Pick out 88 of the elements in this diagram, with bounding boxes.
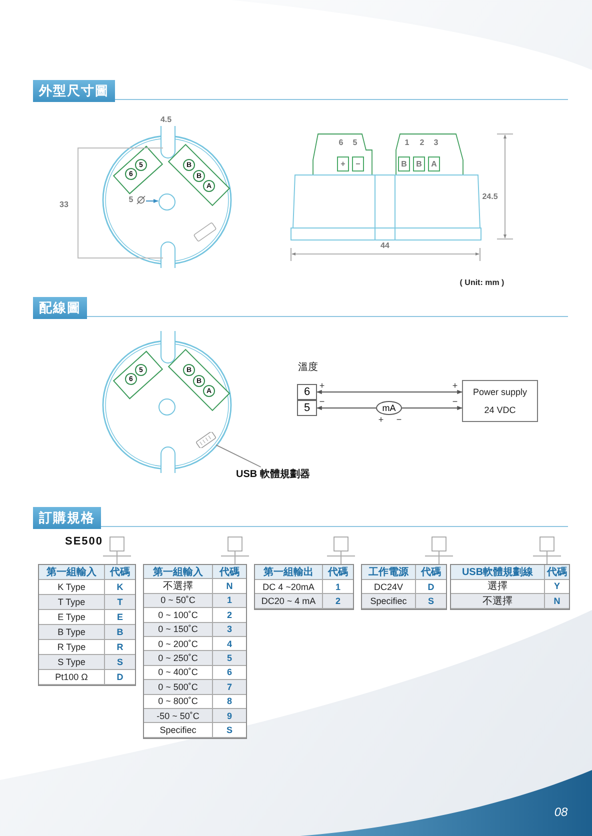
wire-arrow (316, 406, 376, 410)
option-text: R Type (39, 640, 105, 655)
option-text: 不選擇 (144, 579, 213, 594)
dimension-value: 44 (380, 242, 390, 250)
option-text: 0 ~ 800˚C (144, 694, 213, 709)
option-text: 不選擇 (451, 594, 545, 608)
polarity-sign: + (378, 416, 384, 424)
terminal-heading: 溫度 (298, 363, 318, 373)
table-header: 工作電源 (362, 565, 416, 580)
table-header: 代碼 (105, 565, 135, 580)
terminal-marking: + (337, 156, 349, 172)
option-text: E Type (39, 610, 105, 625)
option-text: 0 ~ 200˚C (144, 636, 213, 652)
option-text: B Type (39, 625, 105, 640)
polarity-sign: + (452, 382, 458, 390)
ammeter-symbol: mA (376, 401, 402, 415)
terminal-box: 6 (297, 384, 317, 400)
dimension-value: 5 (128, 196, 134, 204)
option-text: 0 ~ 100˚C (144, 608, 213, 623)
table-header: 代碼 (213, 565, 246, 580)
option-text: K Type (39, 580, 105, 595)
code-value: 3 (213, 622, 246, 637)
option-text: DC20 ~ 4 mA (255, 594, 323, 610)
table-header: 第一組輸出 (255, 565, 323, 580)
dimension-value: 33 (60, 201, 68, 209)
code-value: Y (545, 580, 569, 594)
option-text: Pt100 Ω (39, 670, 105, 685)
code-value: 2 (323, 594, 353, 610)
terminal-number: 1 (404, 139, 410, 147)
option-text: 0 ~ 500˚C (144, 680, 213, 695)
device-name: Power supply (472, 387, 528, 397)
table-header: 代碼 (416, 565, 446, 580)
terminal-number: 3 (434, 139, 438, 147)
table-header: 代碼 (545, 565, 569, 580)
code-value: N (545, 594, 569, 608)
code-value: 7 (213, 680, 246, 695)
option-text: 0 ~ 400˚C (144, 666, 213, 680)
page-number: 08 (554, 806, 568, 818)
polarity-sign: + (319, 382, 325, 390)
code-value: 5 (213, 651, 246, 666)
option-text: DC 4 ~20mA (255, 580, 323, 594)
wire-arrow (402, 406, 463, 410)
option-text: 選擇 (451, 580, 545, 594)
code-value: 1 (213, 594, 246, 608)
terminal-marking: A (428, 156, 440, 172)
terminal-number: 6 (338, 139, 344, 147)
terminal-number: 2 (420, 139, 424, 147)
leader-line (216, 444, 262, 468)
section-title: 外型尺寸圖 (33, 80, 115, 102)
table-header: 第一組輸入 (39, 565, 105, 580)
section-title: 訂購規格 (33, 507, 101, 529)
usb-port (196, 432, 216, 448)
option-text: Specifiec (362, 594, 416, 610)
code-value: B (105, 625, 135, 640)
terminal-box: 5 (297, 400, 317, 416)
option-text: Specifiec (144, 723, 213, 738)
option-text: 0 ~ 250˚C (144, 651, 213, 666)
code-value: 6 (213, 666, 246, 680)
code-value: S (105, 655, 135, 670)
table-header: USB軟體規劃線 (451, 565, 545, 580)
polarity-sign: − (319, 398, 325, 406)
callout-text: USB 軟體規劃器 (236, 467, 310, 481)
terminal-number: 5 (352, 139, 358, 147)
code-value: 8 (213, 694, 246, 709)
terminal-marking: − (352, 156, 364, 172)
power-supply-box (462, 380, 538, 422)
voltage-value: 24 VDC (484, 405, 516, 415)
option-text: 0 ~ 50˚C (144, 594, 213, 608)
table-header: 第一組輸入 (144, 565, 213, 580)
wire-arrow (316, 390, 463, 394)
model-number: SE500 (64, 536, 104, 548)
dimension-value: 24.5 (482, 193, 498, 201)
option-text: T Type (39, 595, 105, 610)
option-text: DC24V (362, 580, 416, 594)
unit-note: ( Unit: mm ) (460, 279, 504, 287)
terminal-marking: B (398, 156, 410, 172)
code-value: T (105, 595, 135, 610)
code-value: S (416, 594, 446, 610)
terminal-marking: B (413, 156, 425, 172)
polarity-sign: − (452, 398, 458, 406)
section-title: 配線圖 (33, 297, 87, 319)
code-value: 9 (213, 708, 246, 724)
table-header: 代碼 (323, 565, 353, 580)
dimension-value: 4.5 (160, 116, 172, 124)
polarity-sign: − (396, 416, 402, 424)
option-text: S Type (39, 655, 105, 670)
option-text: 0 ~ 150˚C (144, 622, 213, 637)
option-text: -50 ~ 50˚C (144, 708, 213, 724)
